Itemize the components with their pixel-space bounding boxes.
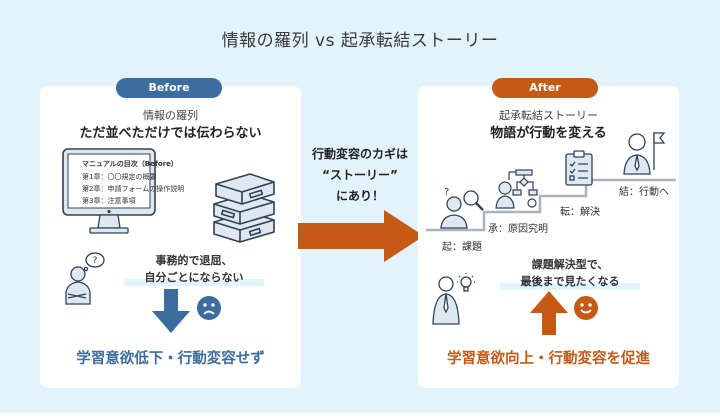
confused-person-icon: ? [65, 252, 105, 305]
before-subtitle: 情報の羅列 [143, 109, 198, 122]
after-reaction-line1: 課題解決型で、 [531, 258, 609, 271]
person-flowchart-icon [495, 169, 538, 209]
center-line2: “ストーリー” [322, 168, 398, 182]
smile-face-icon [574, 296, 598, 320]
before-conclusion: 学習意欲低下・行動変容せず [76, 351, 265, 367]
up-arrow-icon [530, 291, 568, 335]
person-search-icon: ? [440, 187, 484, 229]
monitor-line: 第3章：注意事項 [82, 197, 136, 205]
center-line1: 行動変容のカギは [311, 147, 408, 161]
right-arrow-icon [298, 210, 424, 262]
step-label-sho: 承：原因究明 [488, 224, 548, 235]
before-headline: ただ並べただけでは伝わらない [79, 126, 262, 141]
after-reaction: 課題解決型で、 最後まで見たくなる [500, 256, 640, 290]
before-reaction-line1: 事務的で退屈、 [155, 254, 233, 267]
after-headline: 物語が行動を変える [490, 126, 607, 141]
before-reaction: 事務的で退屈、 自分ごとにならない [124, 252, 264, 286]
monitor-line: 第2章：申請フォームの操作説明 [82, 185, 185, 193]
monitor-title: マニュアルの目次（Before） [82, 160, 178, 168]
step-label-ki: 起：課題 [442, 242, 482, 253]
monitor-icon [62, 148, 156, 234]
center-message: 行動変容のカギは “ストーリー” にあり！ [300, 144, 420, 207]
center-line3: にあり！ [335, 189, 384, 203]
down-arrow-icon [152, 289, 190, 333]
person-flag-icon [623, 132, 666, 175]
before-badge: Before [116, 78, 222, 98]
monitor-line: 第1章：〇〇規定の概要 [82, 173, 157, 181]
checklist-icon [565, 150, 593, 186]
books-icon [213, 173, 275, 243]
sad-face-icon [197, 296, 221, 320]
before-reaction-line2: 自分ごとにならない [124, 269, 264, 286]
diagram-title: 情報の羅列 vs 起承転結ストーリー [221, 31, 499, 51]
after-conclusion: 学習意欲向上・行動変容を促進 [447, 351, 650, 367]
after-reaction-line2: 最後まで見たくなる [500, 273, 640, 290]
after-badge: After [492, 78, 598, 98]
svg-text:?: ? [444, 187, 449, 198]
step-label-ten: 転：解決 [560, 207, 600, 218]
idea-person-icon [432, 273, 475, 325]
step-label-ketsu: 結：行動へ [619, 187, 669, 198]
svg-text:?: ? [93, 256, 98, 266]
after-subtitle: 起承転結ストーリー [499, 109, 598, 122]
